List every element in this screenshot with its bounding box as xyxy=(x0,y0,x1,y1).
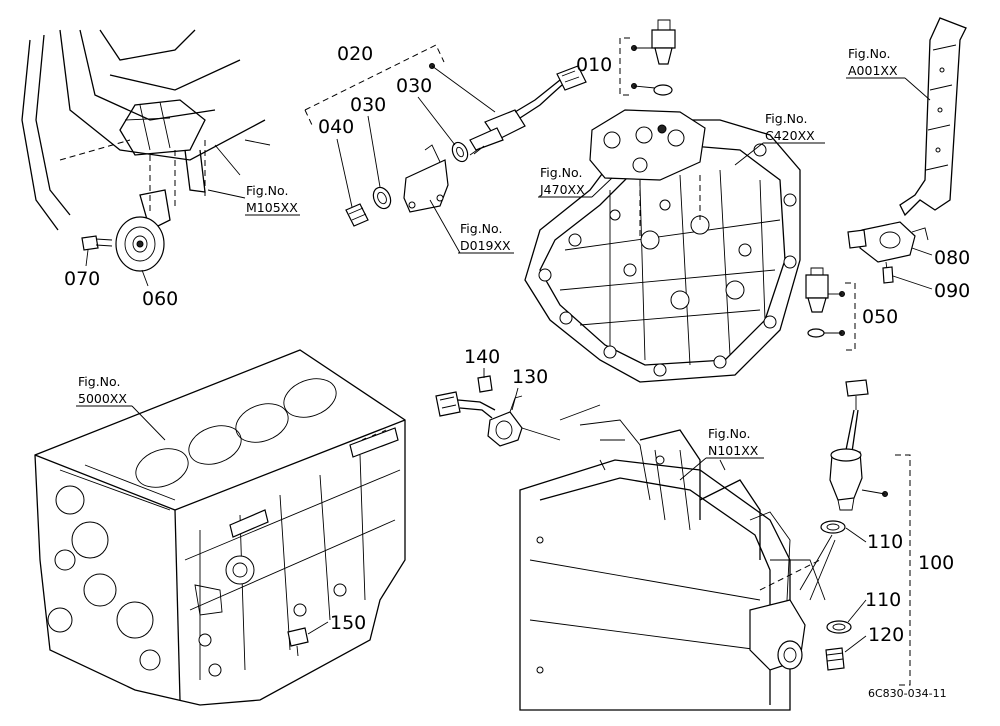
callout-090: 090 xyxy=(934,280,970,302)
svg-text:5000XX: 5000XX xyxy=(78,391,127,406)
bolt-070-part xyxy=(81,235,99,251)
callout-030-b: 030 xyxy=(396,75,432,97)
nut-140-part xyxy=(477,375,493,393)
sensor-080-part xyxy=(859,221,916,263)
switch-050-part xyxy=(805,274,829,299)
callout-010: 010 xyxy=(576,54,612,76)
callout-110-a: 110 xyxy=(867,531,903,553)
callout-080: 080 xyxy=(934,247,970,269)
fig-ref-n101xx: Fig.No. N101XX xyxy=(679,426,764,481)
sensor-130-part xyxy=(487,411,523,447)
gasket-110-upper xyxy=(820,520,846,534)
callout-050: 050 xyxy=(862,306,898,328)
svg-text:A001XX: A001XX xyxy=(848,63,898,78)
svg-text:J470XX: J470XX xyxy=(539,182,585,197)
frame-n101-assembly xyxy=(519,404,826,711)
callout-040: 040 xyxy=(318,116,354,138)
harness-130-assembly xyxy=(435,375,561,447)
callout-120: 120 xyxy=(868,624,904,646)
svg-text:Fig.No.: Fig.No. xyxy=(540,165,582,180)
callout-070: 070 xyxy=(64,268,100,290)
transmission-housing xyxy=(524,109,801,383)
fig-ref-j470xx: Fig.No. J470XX xyxy=(538,165,613,198)
fig-ref-m105xx: Fig.No. M105XX xyxy=(245,183,300,216)
nut-040-part xyxy=(345,203,369,227)
fig-ref-c420xx: Fig.No. C420XX xyxy=(734,111,825,166)
svg-text:Fig.No.: Fig.No. xyxy=(708,426,750,441)
oring-030-upper xyxy=(451,141,469,163)
svg-text:Fig.No.: Fig.No. xyxy=(246,183,288,198)
callout-060: 060 xyxy=(142,288,178,310)
bolt-090-part xyxy=(882,266,894,284)
callout-100: 100 xyxy=(918,552,954,574)
callout-110-b: 110 xyxy=(865,589,901,611)
oring-030-lower xyxy=(372,186,392,210)
drawing-code: 6C830-034-11 xyxy=(868,687,947,700)
svg-text:Fig.No.: Fig.No. xyxy=(78,374,120,389)
valve-block-part xyxy=(589,109,706,181)
callout-130: 130 xyxy=(512,366,548,388)
connector-130-part xyxy=(435,391,461,417)
engine-block xyxy=(34,349,406,706)
sender-cap-part xyxy=(845,379,869,397)
svg-text:M105XX: M105XX xyxy=(246,200,298,215)
svg-text:Fig.No.: Fig.No. xyxy=(765,111,807,126)
svg-text:Fig.No.: Fig.No. xyxy=(460,221,502,236)
connector-part xyxy=(556,65,587,91)
callout-030-a: 030 xyxy=(350,94,386,116)
gasket-110-lower xyxy=(826,620,852,634)
svg-text:C420XX: C420XX xyxy=(765,128,815,143)
fig-ref-d019xx: Fig.No. D019XX xyxy=(429,199,514,254)
switch-050-assembly xyxy=(805,267,856,351)
sender-100-assembly xyxy=(799,379,911,686)
fig-ref-5000xx: Fig.No. 5000XX xyxy=(76,374,166,441)
switch-010-part xyxy=(651,29,676,49)
bracket-a001-assembly xyxy=(847,17,967,284)
callout-020: 020 xyxy=(337,43,373,65)
switch-010-assembly xyxy=(619,19,676,96)
svg-text:N101XX: N101XX xyxy=(708,443,759,458)
frame-pulley-assembly xyxy=(21,29,271,272)
svg-text:Fig.No.: Fig.No. xyxy=(848,46,890,61)
sender-150-part xyxy=(287,627,309,647)
callout-150: 150 xyxy=(330,612,366,634)
sensor-assembly-020 xyxy=(304,44,587,227)
fig-ref-a001xx: Fig.No. A001XX xyxy=(846,46,931,101)
svg-text:D019XX: D019XX xyxy=(460,238,511,253)
callout-140: 140 xyxy=(464,346,500,368)
